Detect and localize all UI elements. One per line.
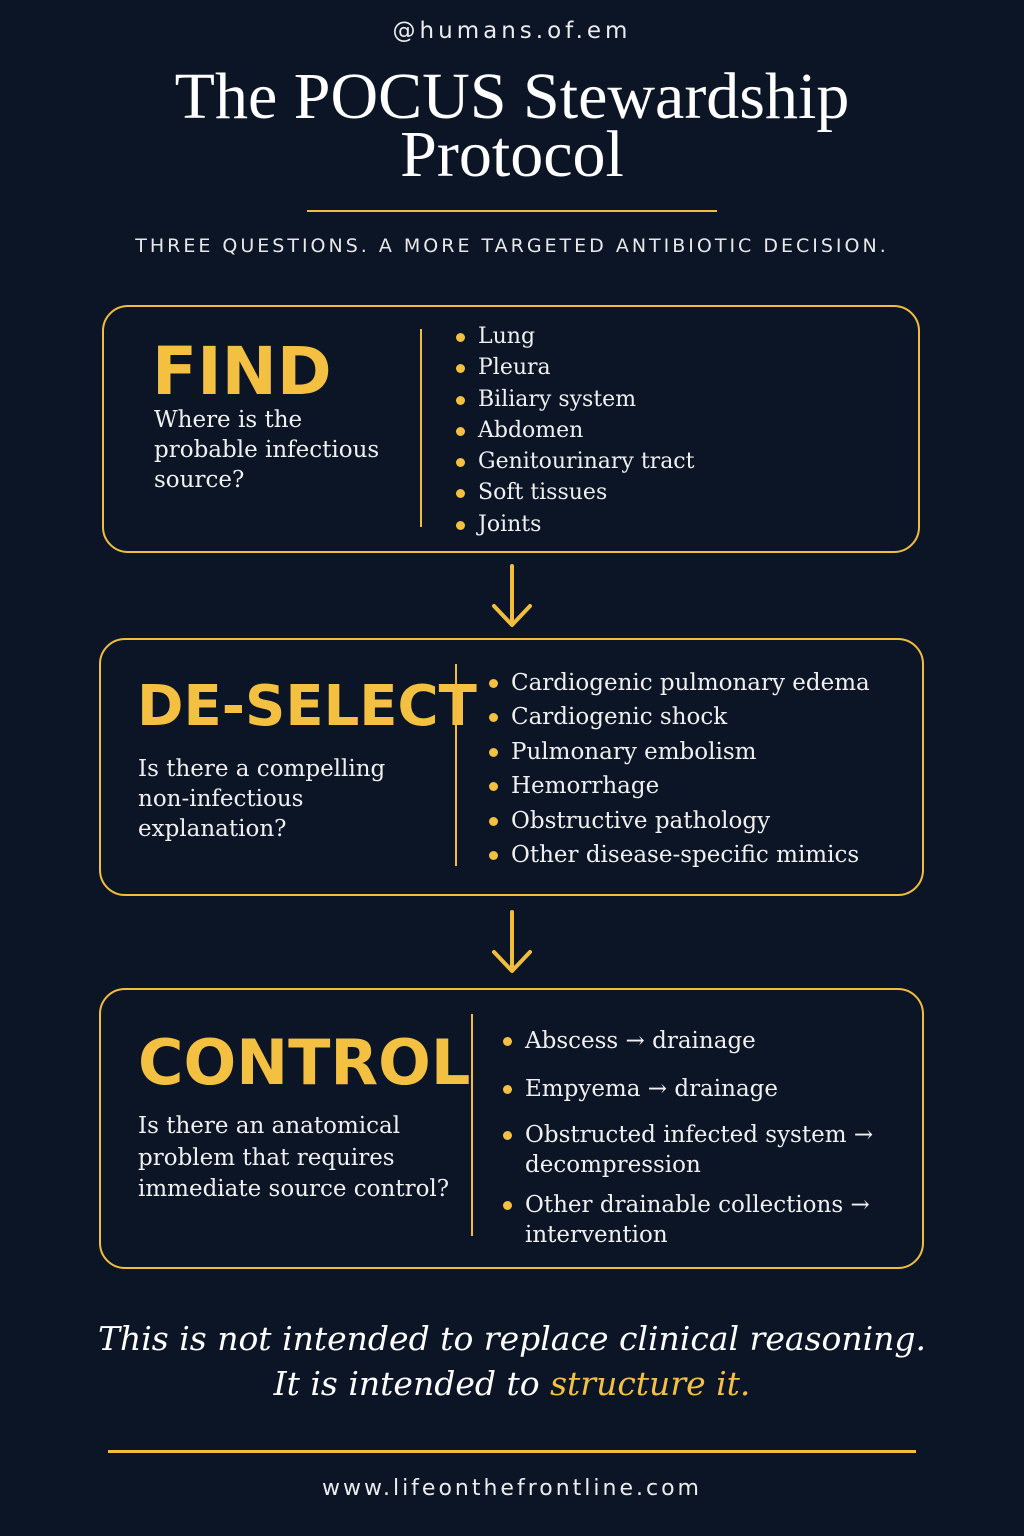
bullet-dot-icon [489,747,498,757]
list-item-label: Obstructive pathology [511,807,771,834]
find-divider [420,329,422,527]
find-heading: FIND [152,333,332,410]
arrow-down-icon [492,910,532,973]
bullet-dot-icon [456,333,465,342]
list-item: Obstructive pathology [489,804,870,838]
list-item: Genitourinary tract [456,446,694,477]
list-item-label: Other disease-specific mimics [511,842,860,869]
title-line-2: Protocol [400,118,624,191]
control-list: Abscess → drainage Empyema → drainage Ob… [503,1026,903,1250]
list-item: Pleura [456,352,694,383]
list-item: Other disease-specific mimics [489,838,870,872]
closing-line-2-highlight: structure it. [550,1364,751,1403]
list-item: Pulmonary embolism [489,735,870,769]
bullet-dot-icon [456,364,465,374]
control-divider [471,1014,473,1236]
list-item-label: Empyema → drainage [525,1076,778,1102]
list-item: Obstructed infected system → decompressi… [503,1120,903,1180]
list-item: Lung [456,321,694,352]
footer-url: www.lifeonthefrontline.com [322,1476,702,1501]
list-item: Other drainable collections → interventi… [503,1190,903,1250]
list-item-label: Soft tissues [478,480,608,506]
bullet-dot-icon [489,679,498,688]
title-divider [307,210,717,212]
bullet-dot-icon [456,426,465,436]
bullet-dot-icon [456,395,465,405]
list-item: Abscess → drainage [503,1026,903,1056]
list-item: Cardiogenic shock [489,700,870,734]
control-question: Is there an anatomical problem that requ… [138,1113,450,1202]
arrow-down-icon [492,564,532,627]
list-item: Hemorrhage [489,769,870,803]
de-select-question: Is there a compelling non-infectious exp… [138,756,386,842]
list-item: Cardiogenic pulmonary edema [489,666,870,700]
title-line-1: The POCUS Stewardship [174,60,850,133]
list-item-label: Hemorrhage [511,773,660,800]
list-item-label: Pleura [478,355,551,381]
list-item-label: Other drainable collections → interventi… [525,1192,870,1248]
bullet-dot-icon [489,782,498,792]
de-select-card: DE-SELECT Is there a compelling non-infe… [99,638,924,896]
list-item-label: Cardiogenic pulmonary edema [511,670,870,696]
list-item-label: Obstructed infected system → decompressi… [525,1122,874,1178]
list-item-label: Pulmonary embolism [511,738,757,765]
closing-line-2: It is intended to structure it. [0,1361,1024,1406]
list-item-label: Lung [478,324,536,349]
list-item-label: Biliary system [478,386,637,412]
control-heading: CONTROL [138,1026,471,1099]
list-item: Soft tissues [456,477,694,508]
closing-line-1: This is not intended to replace clinical… [97,1319,927,1358]
list-item-label: Genitourinary tract [478,449,695,475]
control-card: CONTROL Is there an anatomical problem t… [99,988,924,1269]
de-select-list: Cardiogenic pulmonary edema Cardiogenic … [489,666,870,872]
de-select-divider [455,664,457,866]
find-list: Lung Pleura Biliary system Abdomen Genit… [456,321,694,540]
list-item-label: Cardiogenic shock [511,704,728,731]
bullet-dot-icon [489,851,498,861]
find-question: Where is the probable infectious source? [154,407,380,493]
bullet-dot-icon [489,713,498,723]
list-item: Joints [456,509,694,540]
list-item: Empyema → drainage [503,1074,903,1104]
list-item-label: Joints [478,511,542,537]
bullet-dot-icon [503,1085,512,1094]
list-item-label: Abscess → drainage [525,1028,756,1054]
closing-line-2-text: It is intended to [273,1364,551,1403]
subtitle: THREE QUESTIONS. A MORE TARGETED ANTIBIO… [135,235,889,257]
page-title: The POCUS Stewardship Protocol [0,60,1024,191]
bullet-dot-icon [503,1037,512,1046]
footer-divider [108,1450,916,1453]
list-item-label: Abdomen [478,417,584,443]
social-handle: @humans.of.em [392,18,632,44]
closing-statement: This is not intended to replace clinical… [0,1316,1024,1406]
bullet-dot-icon [503,1131,512,1140]
bullet-dot-icon [503,1201,512,1210]
bullet-dot-icon [489,816,498,826]
de-select-heading: DE-SELECT [137,674,477,739]
bullet-dot-icon [456,520,465,530]
bullet-dot-icon [456,458,465,468]
list-item: Abdomen [456,415,694,446]
list-item: Biliary system [456,384,694,415]
bullet-dot-icon [456,489,465,499]
find-card: FIND Where is the probable infectious so… [102,305,920,553]
